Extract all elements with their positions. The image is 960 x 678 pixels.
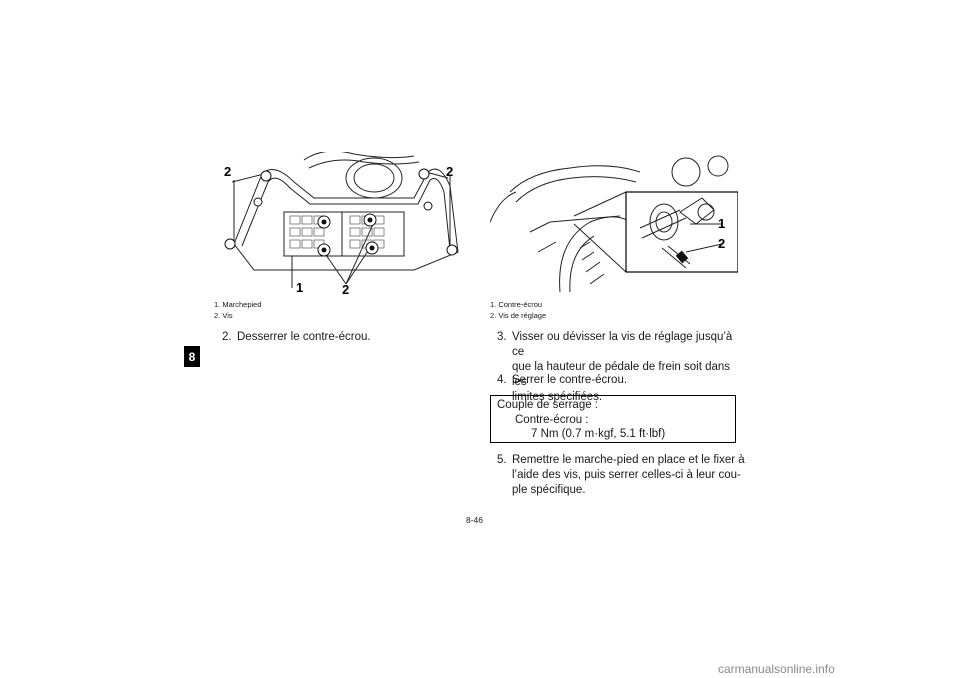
- figure-brake-adjust: 1 2: [490, 152, 738, 298]
- step-number: 3.: [497, 331, 507, 343]
- callout-screw-right: 2: [446, 164, 453, 179]
- caption-item: 1. Contre-écrou: [490, 300, 543, 309]
- callout-screw-left: 2: [224, 164, 231, 179]
- callout-screw-center: 2: [342, 282, 349, 297]
- step-3: 3. Visser ou dévisser la vis de réglage …: [497, 330, 747, 405]
- spec-value: 7 Nm (0.7 m·kgf, 5.1 ft·lbf): [531, 428, 666, 440]
- page-number: 8-46: [466, 515, 484, 525]
- section-tab: 8: [184, 346, 200, 367]
- caption-item: 1. Marchepied: [214, 300, 262, 309]
- watermark: carmanualsonline.info: [718, 662, 835, 676]
- step-text: Serrer le contre-écrou.: [512, 374, 628, 386]
- footboard-illustration: 2 2 1 2: [224, 152, 459, 297]
- step-number: 4.: [497, 374, 507, 386]
- step-text-line: Remettre le marche-pied en place et le f…: [512, 454, 745, 466]
- brake-adjust-illustration: 1 2: [490, 155, 738, 293]
- figure-right-caption: 1. Contre-écrou 2. Vis de réglage: [490, 299, 546, 321]
- step-text-line: ple spécifique.: [512, 484, 586, 496]
- step-text-line: Visser ou dévisser la vis de réglage jus…: [512, 331, 733, 358]
- callout-footboard: 1: [296, 280, 303, 295]
- step-number: 2.: [222, 331, 232, 343]
- spec-title: Couple de serrage :: [497, 399, 599, 411]
- callout-locknut: 1: [718, 216, 725, 231]
- figure-footboard: 2 2 1 2: [214, 152, 462, 298]
- figure-left-caption: 1. Marchepied 2. Vis: [214, 299, 262, 321]
- callout-adjusting-screw: 2: [718, 236, 725, 251]
- caption-item: 2. Vis de réglage: [490, 311, 547, 320]
- spec-item: Contre-écrou :: [515, 413, 589, 426]
- caption-item: 2. Vis: [214, 311, 233, 320]
- step-4: 4. Serrer le contre-écrou.: [497, 373, 747, 388]
- step-text-line: l’aide des vis, puis serrer celles-ci à …: [512, 469, 741, 481]
- torque-spec-box: Couple de serrage : Contre-écrou : 7 Nm …: [490, 395, 736, 443]
- step-2: 2. Desserrer le contre-écrou.: [222, 330, 462, 345]
- step-number: 5.: [497, 454, 507, 466]
- step-text-line: limites spécifiées.: [512, 391, 603, 403]
- step-5: 5. Remettre le marche-pied en place et l…: [497, 453, 747, 498]
- step-text-line: que la hauteur de pédale de frein soit d…: [512, 361, 731, 388]
- step-text: Desserrer le contre-écrou.: [237, 331, 371, 343]
